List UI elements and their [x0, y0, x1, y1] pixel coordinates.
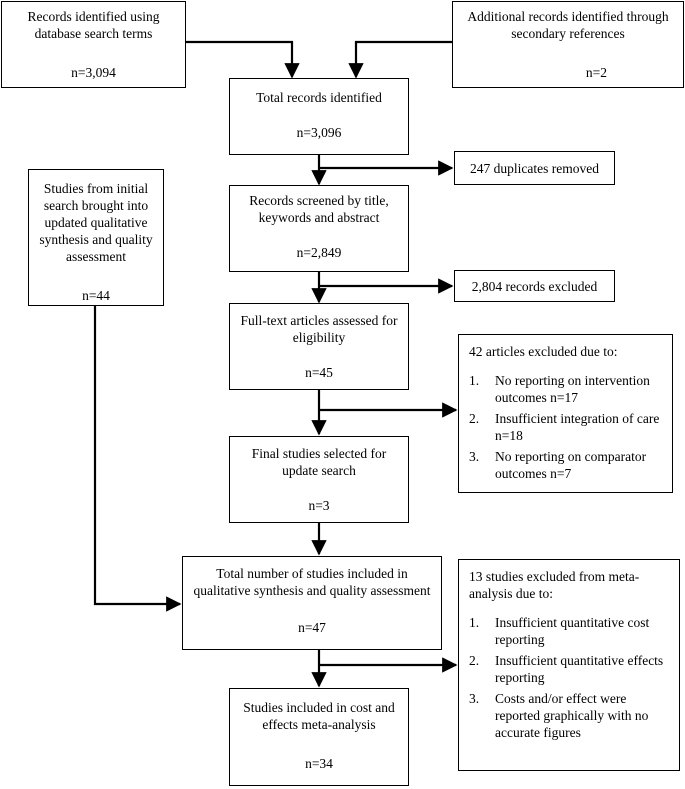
- list-item-text: Costs and/or effect were reported graphi…: [495, 691, 649, 740]
- db-search-text: Records identified using database search…: [27, 9, 160, 41]
- excluded-records-box: 2,804 records excluded: [454, 270, 615, 302]
- list-item: 2. Insufficient integration of care n=18: [469, 410, 662, 444]
- final-selected-text: Final studies selected for update search: [251, 446, 387, 478]
- initial-search-count: n=44: [82, 288, 110, 303]
- total-included-text: Total number of studies included in qual…: [193, 566, 431, 598]
- screened-count: n=2,849: [296, 245, 342, 260]
- arrow-initial-to-included: [93, 306, 182, 612]
- list-item-text: No reporting on intervention outcomes n=…: [495, 373, 650, 405]
- meta-included-count: n=34: [305, 756, 333, 771]
- list-item: 2. Insufficient quantitative effects repo…: [469, 652, 669, 686]
- list-item-number: 2.: [469, 653, 480, 668]
- final-selected-box: Final studies selected for update search…: [229, 436, 409, 523]
- list-item: 3. Costs and/or effect were reported grap…: [469, 690, 669, 741]
- articles-excluded-list: 1. No reporting on intervention outcomes …: [469, 372, 662, 482]
- meta-included-box: Studies included in cost and effects met…: [229, 688, 409, 786]
- list-item: 3. No reporting on comparator outcomes n=…: [469, 448, 662, 482]
- secondary-refs-count: n=2: [585, 65, 607, 80]
- total-records-box: Total records identified n=3,096: [229, 78, 409, 155]
- list-item-text: No reporting on comparator outcomes n=7: [495, 449, 647, 481]
- total-included-box: Total number of studies included in qual…: [182, 556, 442, 650]
- total-records-text: Total records identified: [256, 90, 382, 105]
- initial-search-box: Studies from initial search brought into…: [28, 169, 164, 306]
- db-search-box: Records identified using database search…: [1, 1, 186, 88]
- total-records-count: n=3,096: [296, 125, 342, 140]
- meta-excluded-title: 13 studies excluded from meta-analysis d…: [469, 569, 640, 601]
- arrow-db-to-total: [186, 40, 300, 79]
- list-item-number: 3.: [469, 691, 480, 706]
- list-item-number: 3.: [469, 449, 480, 464]
- list-item-text: Insufficient quantitative effects report…: [495, 653, 664, 685]
- duplicates-box: 247 duplicates removed: [454, 151, 615, 185]
- final-selected-count: n=3: [308, 498, 330, 513]
- excluded-records-text: 2,804 records excluded: [471, 278, 598, 294]
- fulltext-count: n=45: [305, 365, 333, 380]
- total-included-count: n=47: [298, 620, 326, 635]
- initial-search-text: Studies from initial search brought into…: [39, 181, 153, 264]
- fulltext-text: Full-text articles assessed for eligibil…: [240, 313, 398, 345]
- list-item-number: 1.: [469, 373, 480, 388]
- meta-included-text: Studies included in cost and effects met…: [243, 700, 395, 732]
- duplicates-text: 247 duplicates removed: [470, 160, 599, 176]
- list-item: 1. No reporting on intervention outcomes …: [469, 372, 662, 406]
- list-item-text: Insufficient quantitative cost reporting: [495, 615, 650, 647]
- list-item-text: Insufficient integration of care n=18: [495, 411, 660, 443]
- list-item-number: 1.: [469, 615, 480, 630]
- articles-excluded-title: 42 articles excluded due to:: [469, 344, 618, 359]
- secondary-refs-text: Additional records identified through se…: [467, 9, 669, 41]
- meta-excluded-list: 1. Insufficient quantitative cost reporti…: [469, 614, 669, 741]
- secondary-refs-box: Additional records identified through se…: [452, 1, 684, 88]
- arrow-secondary-to-total: [348, 40, 452, 79]
- db-search-count: n=3,094: [71, 65, 116, 80]
- list-item-number: 2.: [469, 411, 480, 426]
- screened-text: Records screened by title, keywords and …: [249, 193, 389, 225]
- articles-excluded-box: 42 articles excluded due to: 1. No report…: [458, 334, 673, 493]
- meta-excluded-box: 13 studies excluded from meta-analysis d…: [458, 559, 680, 771]
- screened-box: Records screened by title, keywords and …: [229, 185, 409, 272]
- fulltext-box: Full-text articles assessed for eligibil…: [229, 303, 409, 390]
- list-item: 1. Insufficient quantitative cost reporti…: [469, 614, 669, 648]
